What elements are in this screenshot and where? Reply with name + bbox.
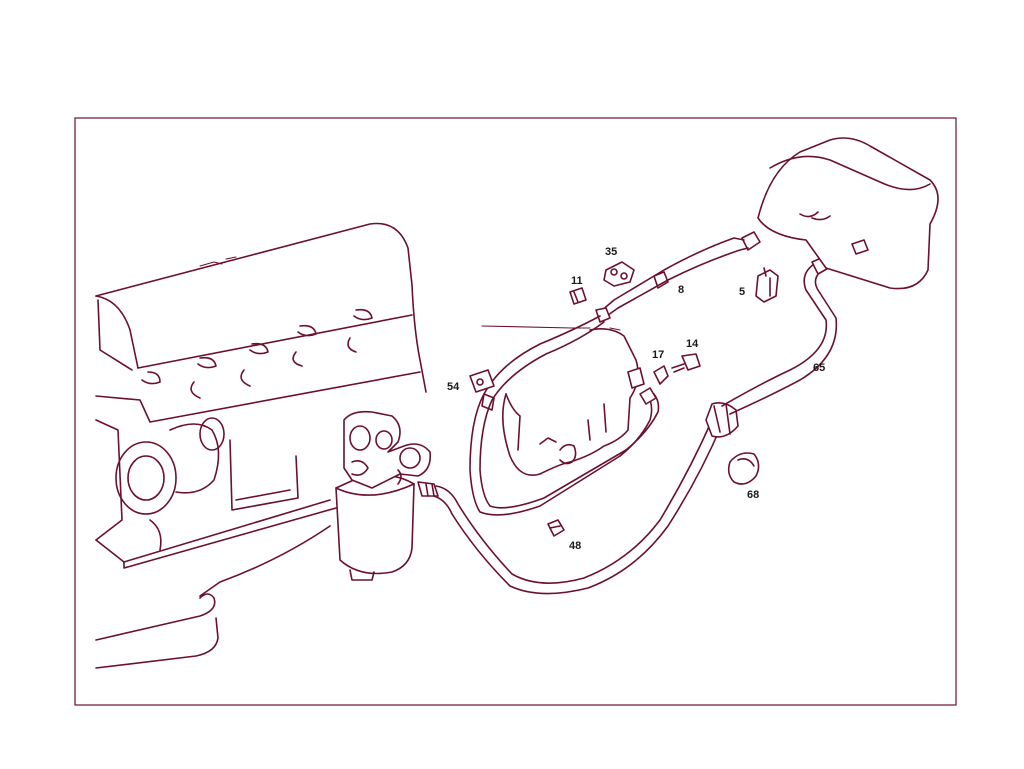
callout-48: 48	[569, 540, 581, 552]
part-48-clip	[547, 519, 565, 537]
part-5-connector	[755, 267, 779, 303]
callout-54: 54	[447, 381, 460, 393]
instrument-cluster	[757, 137, 939, 290]
callout-17: 17	[652, 349, 664, 361]
cable-8	[469, 231, 761, 516]
callout-35: 35	[605, 246, 617, 258]
callout-68: 68	[747, 489, 759, 501]
transmission-housing	[502, 328, 645, 476]
callout-5: 5	[739, 286, 745, 298]
callout-11: 11	[571, 275, 583, 287]
fuel-filter-assembly	[335, 410, 439, 581]
part-11-clip	[569, 287, 587, 305]
callout-65: 65	[813, 362, 825, 374]
diagram-frame	[74, 117, 957, 706]
engine-block	[95, 222, 427, 669]
part-17-washer	[653, 365, 669, 385]
callout-14: 14	[686, 338, 699, 350]
part-54-bracket	[469, 369, 495, 393]
callout-8: 8	[678, 284, 684, 296]
leader-line	[481, 325, 621, 331]
part-14-bolt	[671, 353, 701, 373]
part-68-grommet	[727, 452, 760, 485]
line-65	[433, 249, 845, 595]
part-35-plate	[603, 261, 635, 287]
